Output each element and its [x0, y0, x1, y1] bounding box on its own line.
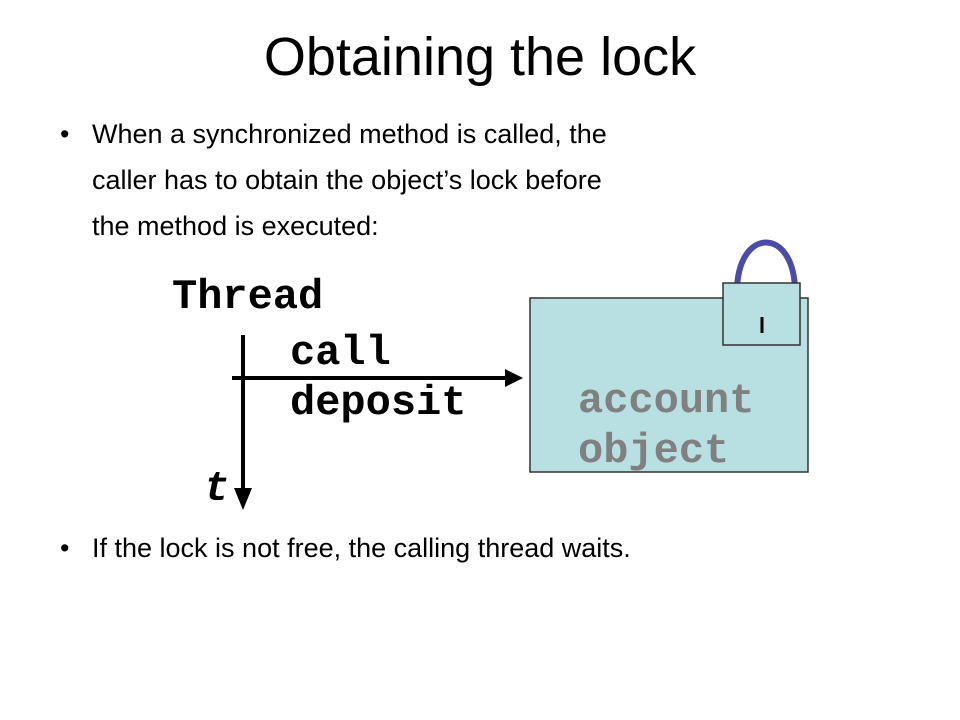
bullet-1-line: the method is executed:: [92, 211, 379, 241]
object-label-line1: account: [578, 377, 754, 425]
bullet-icon: •: [60, 119, 70, 149]
call-label: call: [290, 329, 391, 377]
method-label: deposit: [290, 379, 466, 427]
bullet-2-line: If the lock is not free, the calling thr…: [92, 533, 631, 563]
slide-title: Obtaining the lock: [263, 27, 697, 87]
bullet-icon: •: [60, 533, 70, 563]
object-label-line2: object: [578, 427, 729, 475]
thread-label: Thread: [172, 273, 323, 321]
padlock-shackle: [734, 239, 798, 293]
time-label: t: [204, 465, 229, 513]
right-arrow-icon: [505, 369, 523, 387]
padlock-body: [722, 282, 801, 346]
padlock-icon: [722, 239, 801, 346]
bullet-1: When a synchronized method is called, th…: [92, 111, 607, 249]
down-arrow-icon: [234, 488, 252, 510]
bullet-1-line: When a synchronized method is called, th…: [92, 119, 607, 149]
bullet-2: If the lock is not free, the calling thr…: [92, 525, 631, 571]
bullet-1-line: caller has to obtain the object’s lock b…: [92, 165, 602, 195]
